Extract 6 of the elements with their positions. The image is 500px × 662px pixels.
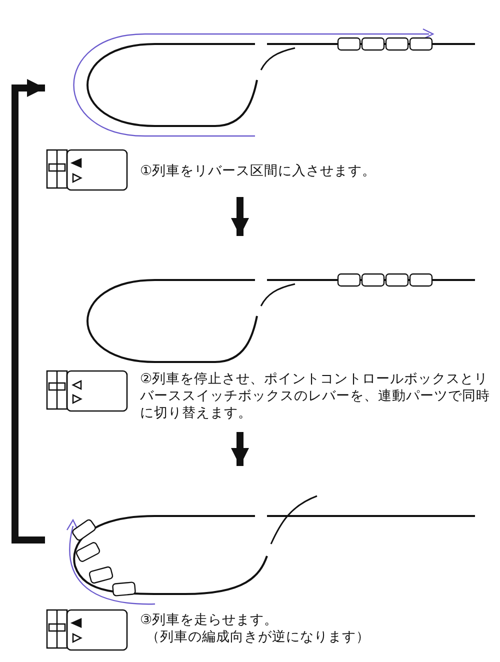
arrow [230,432,250,466]
step-caption: ③列車を走らせます。 [140,612,280,629]
note-text: （列車の編成向きが逆になります） [145,629,371,646]
step-caption: ②列車を停止させ、ポイントコントロールボックスとリバーススイッチボックスのレバーを、連動パーツで同時に切り替えます。 [140,371,490,422]
step-caption: ①列車をリバース区間に入させます。 [140,163,378,180]
arrow [230,197,250,236]
